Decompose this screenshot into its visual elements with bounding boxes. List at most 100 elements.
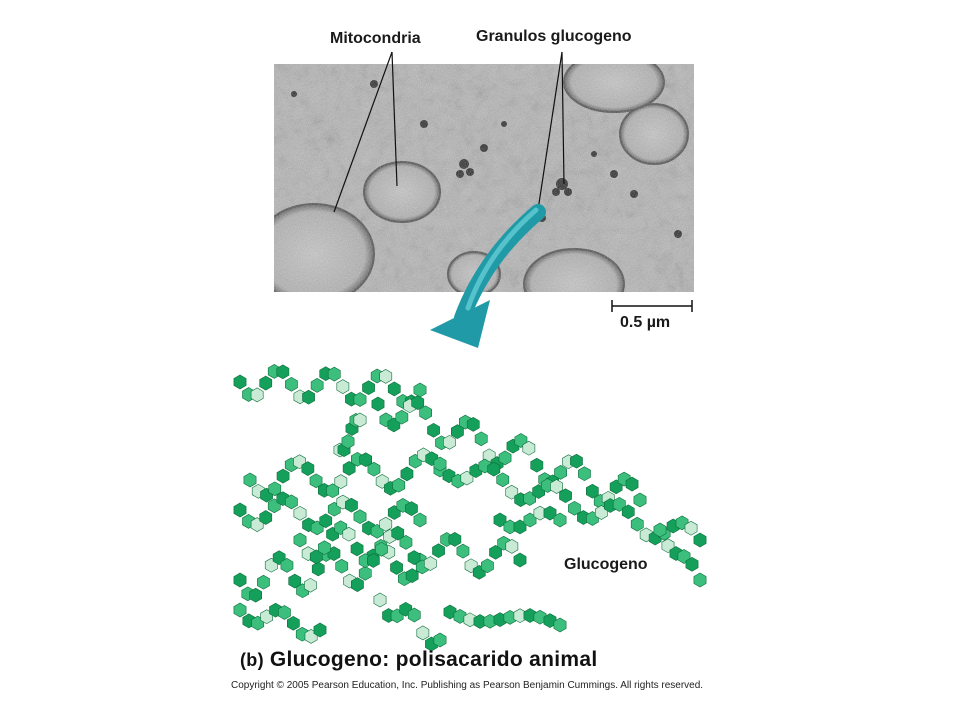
hexagon-glucose-icon <box>405 501 418 516</box>
hexagon-glucose-icon <box>405 394 418 410</box>
scale-bar <box>611 300 693 312</box>
hexagon-glucose-icon <box>693 532 707 548</box>
hexagon-glucose-icon <box>370 523 384 539</box>
hexagon-glucose-icon <box>685 556 699 572</box>
hexagon-glucose-icon <box>343 573 356 589</box>
hexagon-glucose-icon <box>371 396 385 412</box>
hexagon-glucose-icon <box>473 614 487 629</box>
hexagon-glucose-icon <box>335 558 349 574</box>
hexagon-glucose-icon <box>260 487 273 503</box>
hexagon-glucose-icon <box>675 515 689 531</box>
hexagon-glucose-icon <box>319 547 333 562</box>
hexagon-glucose-icon <box>243 472 257 488</box>
hexagon-glucose-icon <box>522 440 536 456</box>
hexagon-glucose-icon <box>621 504 635 520</box>
hexagon-glucose-icon <box>594 505 608 520</box>
hexagon-glucose-icon <box>440 532 454 547</box>
hexagon-glucose-icon <box>272 550 286 566</box>
hexagon-glucose-icon <box>505 484 519 500</box>
hexagon-glucose-icon <box>416 625 430 641</box>
hexagon-glucose-icon <box>530 457 544 473</box>
hexagon-glucose-icon <box>233 502 247 518</box>
label-glycogen-granules: Granulos glucogeno <box>476 28 632 45</box>
hexagon-glucose-icon <box>568 500 581 516</box>
hexagon-glucose-icon <box>383 529 397 544</box>
hexagon-glucose-icon <box>460 470 474 486</box>
hexagon-glucose-icon <box>553 512 567 528</box>
hexagon-glucose-icon <box>523 491 537 506</box>
hexagon-glucose-icon <box>463 612 477 628</box>
hexagon-glucose-icon <box>630 516 644 532</box>
hexagon-glucose-icon <box>242 514 255 529</box>
hexagon-glucose-icon <box>387 381 401 397</box>
hexagon-glucose-icon <box>496 472 510 488</box>
hexagon-glucose-icon <box>413 382 427 398</box>
hexagon-glucose-icon <box>259 510 273 525</box>
hexagon-glucose-icon <box>260 609 274 625</box>
hexagon-glucose-icon <box>362 380 375 396</box>
hexagon-glucose-icon <box>350 577 364 592</box>
hexagon-glucose-icon <box>417 447 430 463</box>
hexagon-glucose-icon <box>387 505 401 520</box>
hexagon-glucose-icon <box>286 615 300 631</box>
hexagon-glucose-icon <box>293 454 306 470</box>
hexagon-glucose-icon <box>493 612 507 627</box>
hexagon-glucose-icon <box>432 543 445 559</box>
hexagon-glucose-icon <box>497 535 511 551</box>
hexagon-glucose-icon <box>482 448 496 464</box>
hexagon-glucose-icon <box>541 478 554 493</box>
hexagon-glucose-icon <box>233 602 247 618</box>
hexagon-glucose-icon <box>334 474 348 489</box>
hexagon-glucose-icon <box>433 632 447 648</box>
hexagon-glucose-icon <box>285 376 298 392</box>
scale-bar-label: 0.5 µm <box>620 314 671 331</box>
hexagon-glucose-icon <box>523 608 537 623</box>
hexagon-glucose-icon <box>585 483 599 499</box>
hexagon-glucose-icon <box>390 560 403 575</box>
hexagon-glucose-icon <box>336 494 350 510</box>
hexagon-glucose-icon <box>342 461 356 476</box>
hexagon-glucose-icon <box>327 546 341 561</box>
hexagon-glucose-icon <box>478 458 492 474</box>
hexagon-glucose-icon <box>319 366 333 382</box>
hexagon-glucose-icon <box>397 571 411 587</box>
hexagon-glucose-icon <box>311 561 325 577</box>
hexagon-glucose-icon <box>617 471 631 487</box>
hexagon-glucose-icon <box>399 535 413 550</box>
hexagon-glucose-icon <box>301 546 315 561</box>
hexagon-glucose-icon <box>379 412 393 428</box>
micrograph-image <box>274 64 694 292</box>
hexagon-glucose-icon <box>313 622 327 638</box>
hexagon-glucose-icon <box>612 497 626 512</box>
hexagon-glucose-icon <box>280 558 294 573</box>
hexagon-glucose-icon <box>458 414 472 430</box>
hexagon-glucose-icon <box>373 592 387 608</box>
hexagon-glucose-icon <box>456 543 470 559</box>
hexagon-glucose-icon <box>345 497 358 513</box>
hexagon-glucose-icon <box>523 512 537 528</box>
hexagon-glucose-icon <box>250 387 264 403</box>
hexagon-glucose-icon <box>268 481 282 497</box>
hexagon-glucose-icon <box>396 498 410 513</box>
hexagon-glucose-icon <box>480 558 494 574</box>
hexagon-glucose-icon <box>267 498 281 514</box>
hexagon-glucose-icon <box>345 391 358 407</box>
hexagon-glucose-icon <box>506 438 520 454</box>
hexagon-glucose-icon <box>677 549 691 564</box>
hexagon-glucose-icon <box>653 522 667 538</box>
hexagon-glucose-icon <box>318 540 331 556</box>
hexagon-glucose-icon <box>327 501 341 517</box>
hexagon-glucose-icon <box>250 517 264 532</box>
hexagon-glucose-icon <box>353 412 367 428</box>
hexagon-glucose-icon <box>472 564 486 580</box>
hexagon-glucose-icon <box>374 539 388 554</box>
hexagon-glucose-icon <box>442 468 456 484</box>
hexagon-glucose-icon <box>693 572 707 588</box>
hexagon-glucose-icon <box>514 492 528 507</box>
hexagon-glucose-icon <box>543 613 557 628</box>
hexagon-glucose-icon <box>448 532 462 547</box>
hexagon-glucose-icon <box>342 526 356 542</box>
hexagon-glucose-icon <box>400 466 414 482</box>
hexagon-glucose-icon <box>407 550 421 565</box>
hexagon-glucose-icon <box>285 494 298 510</box>
